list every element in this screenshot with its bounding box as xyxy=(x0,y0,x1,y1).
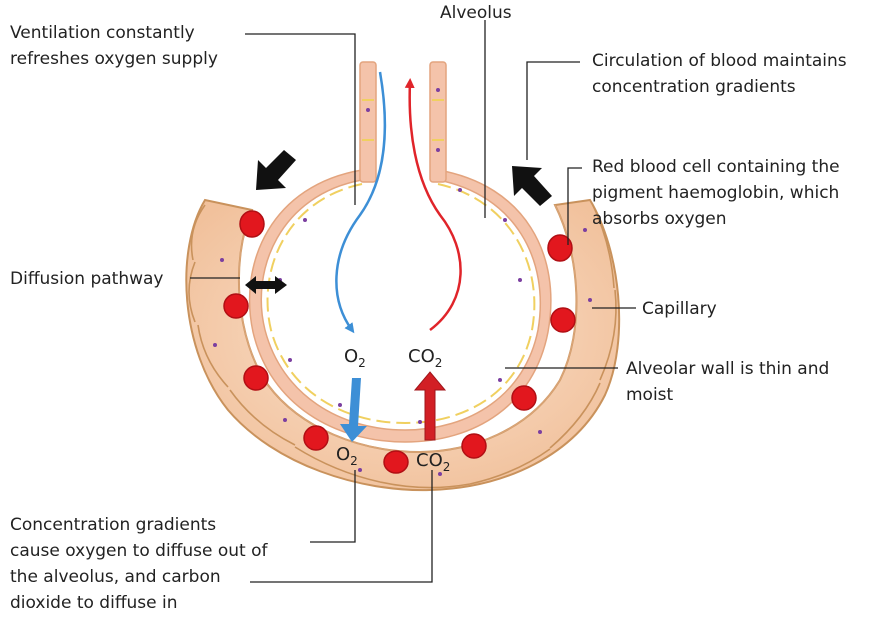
red-cell-label-line-1: Red blood cell containing the xyxy=(592,157,840,177)
gradients-label-line-3: the alveolus, and carbon xyxy=(10,567,221,587)
capillary xyxy=(185,198,621,492)
diffusion-pathway-label: Diffusion pathway xyxy=(10,269,164,289)
circulation-label-line-1: Circulation of blood maintains xyxy=(592,51,847,71)
o2-base: O xyxy=(336,444,350,465)
capillary-label: Capillary xyxy=(642,299,717,319)
gradients-label-line-4: dioxide to diffuse in xyxy=(10,593,178,613)
red-cell-label-line-2: pigment haemoglobin, which xyxy=(592,183,839,203)
oxygen-diffusion-arrow xyxy=(340,378,367,442)
alveolus-label: Alveolus xyxy=(440,3,512,23)
alveolar-wall-label-line-2: moist xyxy=(626,385,674,405)
red-blood-cells xyxy=(223,210,576,474)
gradients-label-line-2: cause oxygen to diffuse out of xyxy=(10,541,269,561)
alveolus xyxy=(248,61,552,443)
co2-subscript: 2 xyxy=(435,356,443,370)
leader-gradient-o2 xyxy=(310,470,356,543)
red-blood-cell xyxy=(461,433,487,459)
airway-right-wall xyxy=(429,61,447,183)
co2-subscript: 2 xyxy=(443,460,451,474)
carbon-dioxide-outflow-arrow xyxy=(404,78,462,331)
ventilation-label-line-1: Ventilation constantly xyxy=(10,23,195,43)
red-cell-label-line-3: absorbs oxygen xyxy=(592,209,727,229)
red-blood-cell xyxy=(239,210,265,238)
red-blood-cell xyxy=(550,307,576,333)
circulation-label-line-2: concentration gradients xyxy=(592,77,796,97)
alveolus-wall xyxy=(248,169,552,443)
leader-gradient-co2 xyxy=(250,470,433,583)
blood-in-arrow xyxy=(256,150,296,190)
red-blood-cell xyxy=(223,293,249,319)
gradients-label-line-1: Concentration gradients xyxy=(10,515,216,535)
blood-out-arrow xyxy=(512,166,552,206)
red-blood-cell xyxy=(383,450,409,474)
alveolus-inner-lining xyxy=(266,183,536,425)
leader-lines xyxy=(190,20,636,583)
leader-ventilation xyxy=(245,33,356,205)
ventilation-label-line-2: refreshes oxygen supply xyxy=(10,49,218,69)
carbon-dioxide-label-capillary: CO2 xyxy=(416,450,450,474)
diffusion-pathway-arrow xyxy=(245,276,287,294)
capillary-inner-edge xyxy=(238,204,578,453)
airway-left-wall xyxy=(359,61,377,183)
oxygen-label-alveolus: O2 xyxy=(344,346,366,370)
o2-subscript: 2 xyxy=(350,454,358,468)
carbon-dioxide-diffusion-arrow xyxy=(413,371,447,441)
carbon-dioxide-label-alveolus: CO2 xyxy=(408,346,442,370)
o2-subscript: 2 xyxy=(358,356,366,370)
co2-base: CO xyxy=(408,346,435,367)
leader-red-cell xyxy=(567,167,582,245)
alveolar-wall-label-line-1: Alveolar wall is thin and xyxy=(626,359,829,379)
oxygen-label-capillary: O2 xyxy=(336,444,358,468)
capillary-cells xyxy=(188,202,617,489)
red-blood-cell xyxy=(547,234,573,262)
o2-base: O xyxy=(344,346,358,367)
red-blood-cell xyxy=(243,365,269,391)
leader-circulation xyxy=(526,61,580,160)
co2-base: CO xyxy=(416,450,443,471)
red-blood-cell xyxy=(511,385,537,411)
red-blood-cell xyxy=(303,425,329,451)
oxygen-inflow-arrow xyxy=(335,71,387,334)
